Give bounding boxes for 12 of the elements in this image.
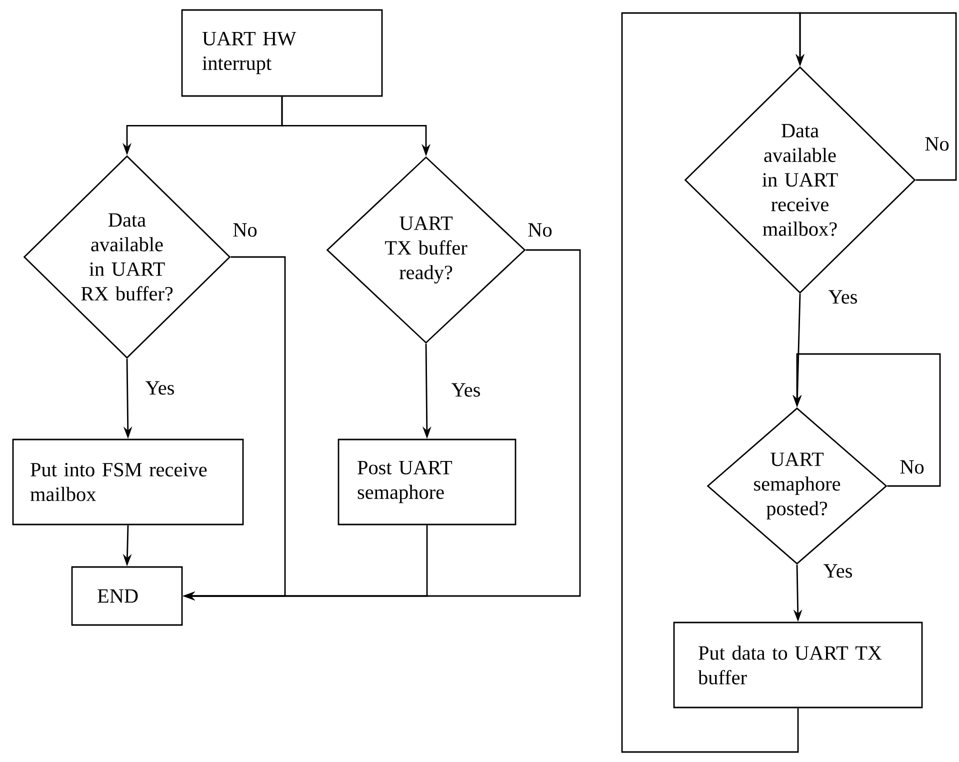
process-box: Put into FSM receive mailbox <box>12 438 244 526</box>
edge-label: No <box>898 458 926 476</box>
edge-label: No <box>230 222 260 238</box>
edge-label: No <box>922 136 952 152</box>
edge-label: No <box>526 222 554 238</box>
process-box: Put data to UART TX buffer <box>673 622 923 708</box>
edge-label: Yes <box>822 562 854 580</box>
edge-label: Yes <box>144 380 176 396</box>
process-box: Post UART semaphore <box>338 438 516 526</box>
edge-label: Yes <box>450 382 482 398</box>
process-box: UART HW interrupt <box>181 9 383 97</box>
process-box: END <box>71 566 183 626</box>
